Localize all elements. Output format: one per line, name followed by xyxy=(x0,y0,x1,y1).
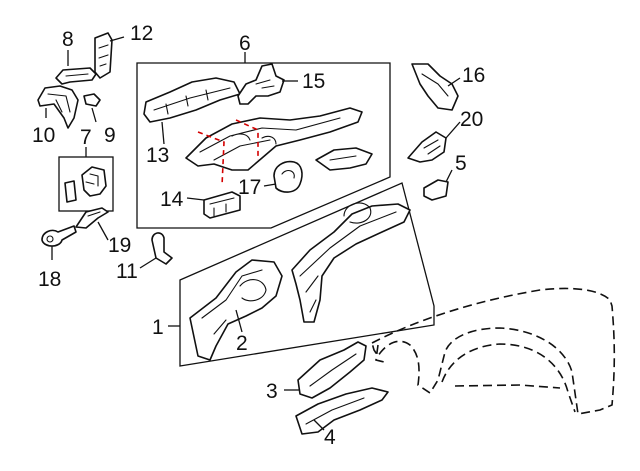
callout-6: 6 xyxy=(239,32,251,55)
part-18-grommet xyxy=(41,225,77,247)
part-13-rail xyxy=(143,77,241,123)
part-11-clip xyxy=(151,232,173,265)
part-15-bracket xyxy=(237,63,285,105)
group-frame-1 xyxy=(179,182,435,367)
callout-12: 12 xyxy=(130,22,153,45)
part-1-rail-assembly xyxy=(291,202,411,323)
fender-outline xyxy=(371,287,616,415)
callout-10: 10 xyxy=(32,124,55,147)
part-3-panel xyxy=(297,341,367,399)
callout-18: 18 xyxy=(38,268,61,291)
part-12-bracket xyxy=(94,32,113,79)
callout-11: 11 xyxy=(116,260,138,283)
group-frame-6 xyxy=(136,62,391,229)
callout-1: 1 xyxy=(152,316,164,339)
part-14-bracket xyxy=(203,191,241,219)
callout-16: 16 xyxy=(462,64,485,87)
callout-5: 5 xyxy=(455,152,467,175)
callout-17: 17 xyxy=(238,176,261,199)
part-8-bracket xyxy=(55,67,97,85)
part-7-mount xyxy=(64,166,107,203)
callout-7: 7 xyxy=(80,126,92,149)
callout-4: 4 xyxy=(324,426,336,449)
part-16-shield xyxy=(411,63,459,111)
part-17-support xyxy=(273,160,303,193)
callout-2: 2 xyxy=(236,332,248,355)
part-9-clip xyxy=(83,93,101,107)
part-5-block xyxy=(423,179,449,201)
part-20-bracket xyxy=(407,131,447,163)
callout-8: 8 xyxy=(62,28,74,51)
part-10-bracket xyxy=(37,85,79,129)
cut-line-markers xyxy=(197,119,259,187)
part-19-bracket xyxy=(75,207,109,229)
callout-19: 19 xyxy=(108,234,131,257)
callout-14: 14 xyxy=(160,188,184,211)
part-4-panel xyxy=(295,387,389,435)
callout-3: 3 xyxy=(266,380,278,403)
callout-9: 9 xyxy=(104,124,116,147)
part-6-apron-assembly xyxy=(185,107,373,171)
callout-13: 13 xyxy=(146,144,169,167)
leader-lines xyxy=(45,36,461,431)
callout-labels: 1 2 3 4 5 6 7 8 9 10 11 12 13 14 15 16 1… xyxy=(32,22,485,449)
callout-15: 15 xyxy=(302,70,325,93)
callout-20: 20 xyxy=(460,108,483,131)
